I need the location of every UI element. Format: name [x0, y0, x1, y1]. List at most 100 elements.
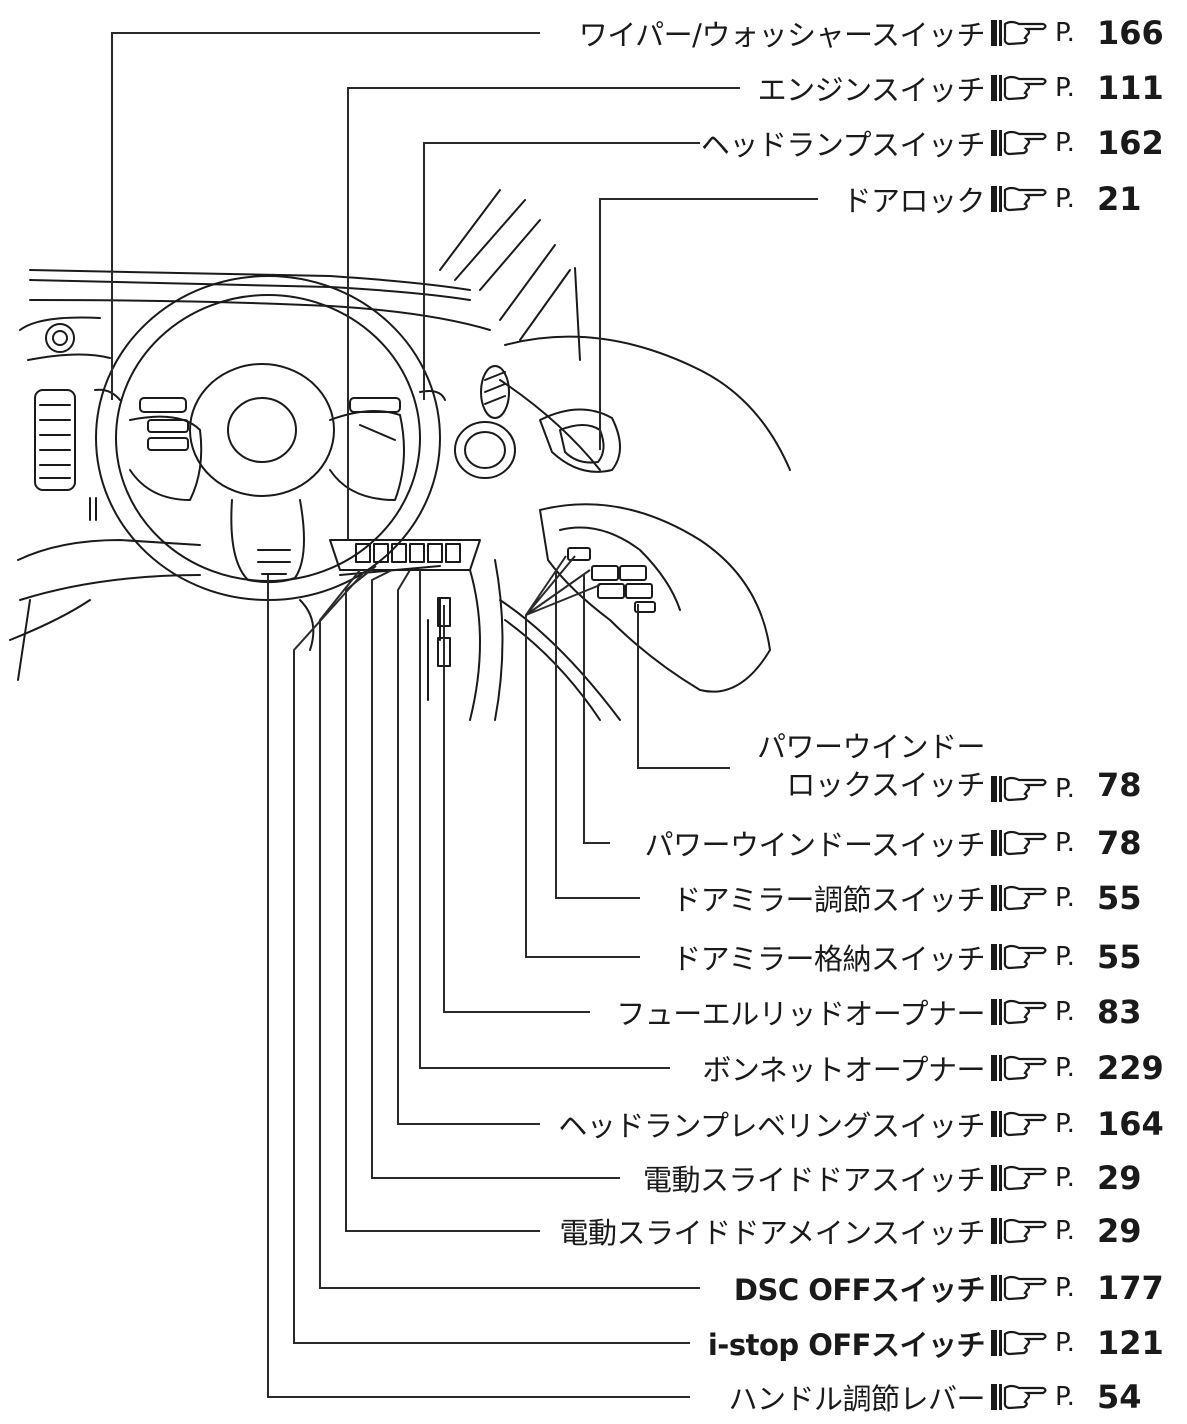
page-number: 55 [1097, 938, 1142, 976]
page-number: 21 [1097, 180, 1142, 218]
callout-power-window-lock: パワーウインドー ロックスイッチ P. 78 [757, 730, 1169, 804]
callout-slide-door-switch: 電動スライドドアスイッチ P. 29 [643, 1158, 1169, 1198]
pointing-hand-icon [991, 1055, 1047, 1081]
callout-label: 電動スライドドアスイッチ [642, 1163, 986, 1197]
leader-power-window-lock [637, 604, 730, 769]
leader-mirror-fold [525, 555, 640, 958]
callout-label-line1: パワーウインドー [756, 730, 986, 764]
leader-dsc-off [319, 569, 700, 1289]
callout-door-lock: ドアロック P. 21 [842, 179, 1169, 219]
pointing-hand-icon [991, 75, 1047, 101]
callout-label: 電動スライドドアメインスイッチ [559, 1216, 986, 1250]
callout-label: DSC OFFスイッチ [733, 1273, 986, 1307]
pointing-hand-icon [991, 186, 1047, 212]
callout-label: ドアロック [842, 184, 985, 218]
page-prefix: P. [1055, 1109, 1075, 1139]
pointing-hand-icon [991, 1275, 1047, 1301]
leader-headlamp-leveling [397, 569, 540, 1125]
page-prefix: P. [1055, 1053, 1075, 1083]
callout-power-window-switch: パワーウインドースイッチ P. 78 [644, 823, 1169, 863]
leader-fuel-lid [443, 605, 590, 1013]
pointing-hand-icon [991, 1330, 1047, 1356]
callout-mirror-adjust-switch: ドアミラー調節スイッチ P. 55 [672, 878, 1169, 918]
callout-label: ヘッドランプスイッチ [700, 128, 986, 162]
page-prefix: P. [1055, 1273, 1075, 1303]
page-prefix: P. [1055, 997, 1075, 1027]
page-number: 29 [1097, 1212, 1142, 1250]
callout-label: ハンドル調節レバー [728, 1382, 985, 1416]
page-number: 54 [1097, 1378, 1142, 1416]
page-number: 29 [1097, 1159, 1142, 1197]
callout-mirror-fold-switch: ドアミラー格納スイッチ P. 55 [672, 937, 1169, 977]
page-number: 166 [1097, 14, 1164, 52]
page-prefix: P. [1055, 883, 1075, 913]
page-number: 177 [1097, 1269, 1164, 1307]
page-number: 83 [1097, 993, 1142, 1031]
page-number: 164 [1097, 1105, 1164, 1143]
page-number: 78 [1097, 766, 1142, 804]
page-prefix: P. [1055, 828, 1075, 858]
leader-power-window-switch [583, 574, 610, 844]
callout-fuel-lid-opener: フューエルリッドオープナー P. 83 [616, 992, 1169, 1032]
page-prefix: P. [1055, 1328, 1075, 1358]
leader-istop-off [293, 569, 690, 1344]
page-prefix: P. [1055, 184, 1075, 214]
leader-slide-door-main [345, 565, 540, 1232]
callout-slide-door-main-switch: 電動スライドドアメインスイッチ P. 29 [560, 1211, 1169, 1251]
page-prefix: P. [1055, 128, 1075, 158]
callout-istop-off-switch: i-stop OFFスイッチ P. 121 [708, 1323, 1169, 1363]
pointing-hand-icon [991, 1111, 1047, 1137]
callout-label-line2: ロックスイッチ [786, 768, 985, 802]
cockpit-illustration [9, 189, 791, 721]
callout-label: ドアミラー調節スイッチ [672, 883, 985, 917]
page-prefix: P. [1055, 774, 1075, 804]
page-number: 55 [1097, 879, 1142, 917]
pointing-hand-icon [991, 130, 1047, 156]
page-number: 162 [1097, 124, 1164, 162]
leader-steering-lever [267, 575, 690, 1398]
callout-dsc-off-switch: DSC OFFスイッチ P. 177 [734, 1268, 1169, 1308]
leader-wiper-switch [111, 32, 540, 400]
leader-door-lock [599, 198, 818, 450]
callout-engine-switch: エンジンスイッチ P. 111 [758, 68, 1169, 108]
callout-headlamp-switch: ヘッドランプスイッチ P. 162 [701, 123, 1169, 163]
callout-bonnet-opener: ボンネットオープナー P. 229 [702, 1048, 1169, 1088]
leader-lines [111, 32, 818, 1398]
pointing-hand-icon [991, 1384, 1047, 1410]
page-number: 121 [1097, 1324, 1164, 1362]
page-number: 111 [1097, 69, 1164, 107]
callout-label: i-stop OFFスイッチ [707, 1328, 986, 1362]
pointing-hand-icon [991, 1165, 1047, 1191]
page-prefix: P. [1055, 942, 1075, 972]
leader-mirror-adjust [555, 570, 640, 899]
pointing-hand-icon [991, 885, 1047, 911]
leader-headlamp-switch [423, 142, 700, 400]
callout-headlamp-leveling-switch: ヘッドランプレベリングスイッチ P. 164 [558, 1104, 1169, 1144]
pointing-hand-icon [991, 776, 1047, 802]
page-prefix: P. [1055, 1163, 1075, 1193]
pointing-hand-icon [991, 999, 1047, 1025]
callout-steering-adjust-lever: ハンドル調節レバー P. 54 [728, 1377, 1169, 1417]
callout-label: エンジンスイッチ [757, 73, 986, 107]
page-number: 78 [1097, 824, 1142, 862]
callout-wiper-switch: ワイパー/ウォッシャースイッチ P. 166 [579, 13, 1169, 53]
pointing-hand-icon [991, 20, 1047, 46]
page-prefix: P. [1055, 18, 1075, 48]
page-prefix: P. [1055, 1382, 1075, 1412]
callout-label: ボンネットオープナー [702, 1053, 985, 1087]
pointing-hand-icon [991, 944, 1047, 970]
page-prefix: P. [1055, 1216, 1075, 1246]
callout-label: フューエルリッドオープナー [616, 997, 985, 1031]
callout-label: パワーウインドースイッチ [644, 828, 985, 862]
leader-engine-switch [347, 87, 740, 540]
callout-label: ヘッドランプレベリングスイッチ [558, 1109, 985, 1143]
leader-bonnet [419, 570, 670, 1069]
pointing-hand-icon [991, 1218, 1047, 1244]
page-number: 229 [1097, 1049, 1164, 1087]
leader-slide-door [371, 569, 620, 1179]
callout-label: ワイパー/ウォッシャースイッチ [578, 18, 986, 52]
pointing-hand-icon [991, 830, 1047, 856]
page-prefix: P. [1055, 73, 1075, 103]
callout-label: ドアミラー格納スイッチ [672, 942, 985, 976]
